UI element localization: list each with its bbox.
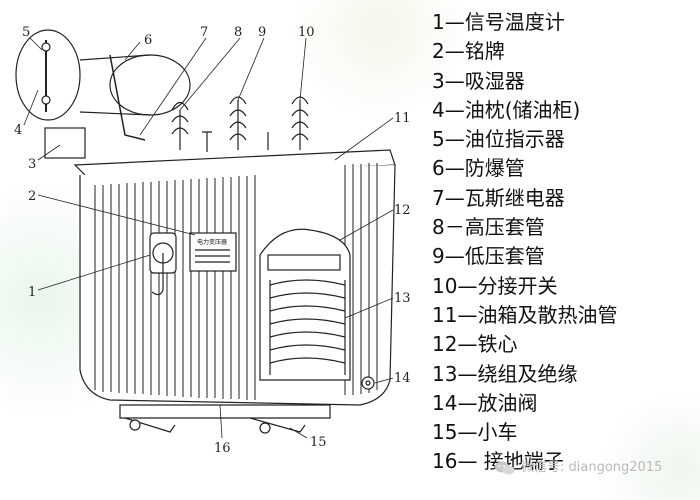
callout-5: 5 <box>22 25 30 40</box>
legend-item: 15—小车 <box>432 420 518 445</box>
wechat-watermark: 微信号: diangong2015 <box>494 458 662 478</box>
callout-1: 1 <box>28 285 36 300</box>
callout-10: 10 <box>298 25 315 40</box>
nameplate <box>189 232 237 272</box>
callout-12: 12 <box>394 203 411 218</box>
component-legend: 1—信号温度计 2—铭牌 3—吸湿器 4—油枕(储油柜) 5—油位指示器 6—防… <box>432 8 694 477</box>
callout-8: 8 <box>234 25 242 40</box>
legend-item: 14—放油阀 <box>432 390 538 415</box>
legend-item: 8－高压套管 <box>432 215 545 240</box>
legend-item: 6—防爆管 <box>432 156 525 181</box>
legend-item: 4—油枕(储油柜) <box>432 97 581 122</box>
legend-item: 2—铭牌 <box>432 39 505 64</box>
callout-14: 14 <box>394 371 411 386</box>
oil-level-indicator <box>15 29 81 121</box>
legend-item: 13—绕组及绝缘 <box>432 361 578 386</box>
callout-7: 7 <box>200 25 208 40</box>
callout-16: 16 <box>214 441 231 456</box>
legend-item: 10—分接开关 <box>432 273 558 298</box>
explosion-proof-pipe <box>109 54 146 141</box>
legend-item: 3—吸湿器 <box>432 68 525 93</box>
legend-item: 11—油箱及散热油管 <box>432 302 618 327</box>
callout-13: 13 <box>394 291 411 306</box>
legend-item: 7—瓦斯继电器 <box>432 185 565 210</box>
callout-2: 2 <box>28 189 36 204</box>
callout-numbers: 1 2 3 4 5 6 7 8 9 10 11 12 13 14 15 16 电… <box>14 25 411 456</box>
callout-3: 3 <box>28 157 36 172</box>
nameplate-title: 电力变压器 <box>197 238 227 246</box>
high-voltage-bushings <box>171 96 309 152</box>
callout-leaders <box>23 37 394 439</box>
callout-9: 9 <box>258 25 266 40</box>
callout-4: 4 <box>14 123 22 138</box>
conservator-tank <box>44 54 191 159</box>
wechat-icon <box>495 461 515 475</box>
callout-6: 6 <box>144 33 152 48</box>
legend-item: 5—油位指示器 <box>432 127 565 152</box>
signal-thermometer <box>149 232 177 296</box>
callout-15: 15 <box>310 435 327 450</box>
legend-item: 9—低压套管 <box>432 244 545 269</box>
callout-11: 11 <box>394 111 411 126</box>
core-cutaway <box>259 228 351 381</box>
watermark-text: 微信号: diangong2015 <box>521 460 663 475</box>
legend-item: 1—信号温度计 <box>432 10 565 34</box>
trolley <box>119 404 331 434</box>
legend-item: 12—铁心 <box>432 332 518 357</box>
drain-valve <box>361 376 375 390</box>
transformer-diagram: 1 2 3 4 5 6 7 8 9 10 11 12 13 14 15 16 电… <box>14 25 411 456</box>
